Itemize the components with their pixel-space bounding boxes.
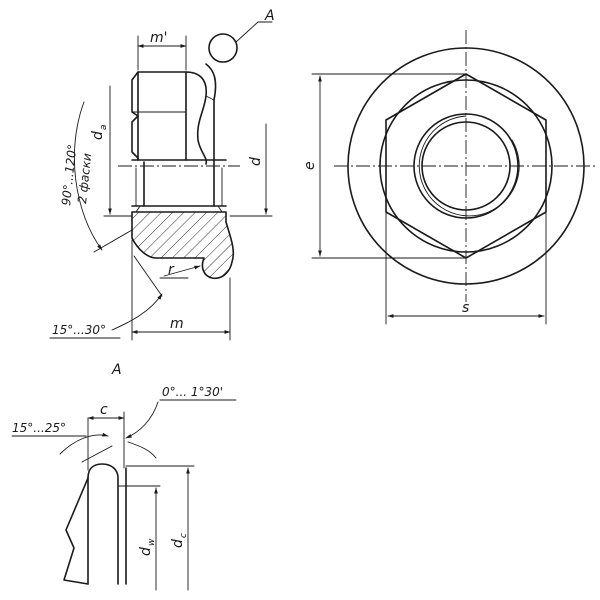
da-label: d	[90, 131, 106, 140]
e-label: e	[302, 161, 318, 170]
da-sub-label: a	[99, 124, 109, 130]
dim-e	[311, 73, 467, 259]
dim-m-prime	[137, 35, 187, 71]
dc-label: d	[170, 539, 186, 548]
dw-label: d	[138, 547, 154, 556]
detail-ref-label: A	[264, 8, 275, 24]
d-label-group: d	[248, 157, 264, 166]
r-label: r	[168, 262, 175, 278]
chamfer-angle-label: 90°...120°	[59, 144, 79, 207]
da-label-group: d a	[90, 124, 109, 140]
dw-label-group: d w	[138, 538, 157, 556]
angle-left-label: 15°...25°	[12, 421, 66, 435]
detail-title-label: A	[111, 362, 122, 378]
s-label: s	[462, 300, 469, 316]
e-label-group: e	[302, 161, 318, 170]
detail-a-view	[11, 399, 237, 591]
dim-s	[385, 211, 547, 325]
chamfer-note-group: 2 фаски	[75, 152, 94, 204]
c-label: c	[100, 402, 108, 418]
dc-label-group: d c	[170, 533, 189, 548]
dim-flange-angle	[49, 239, 163, 341]
flange-angle-label: 15°...30°	[52, 323, 106, 337]
side-view	[118, 21, 273, 280]
angle-right-label: 0°... 1°30'	[162, 385, 223, 399]
d-label: d	[248, 157, 264, 166]
front-view	[334, 30, 596, 302]
dim-m	[131, 277, 231, 341]
m-label: m	[170, 316, 184, 332]
dim-chamfer-angle	[73, 101, 133, 253]
dim-d	[229, 123, 273, 217]
chamfer-angle-group: 90°...120°	[59, 144, 79, 207]
chamfer-note-label: 2 фаски	[75, 152, 94, 204]
detail-a-circle	[208, 33, 238, 63]
dim-da	[103, 85, 133, 217]
dw-sub-label: w	[147, 538, 157, 546]
dim-r	[159, 265, 201, 279]
m-prime-label: m'	[150, 30, 168, 46]
dc-sub-label: c	[179, 533, 189, 538]
